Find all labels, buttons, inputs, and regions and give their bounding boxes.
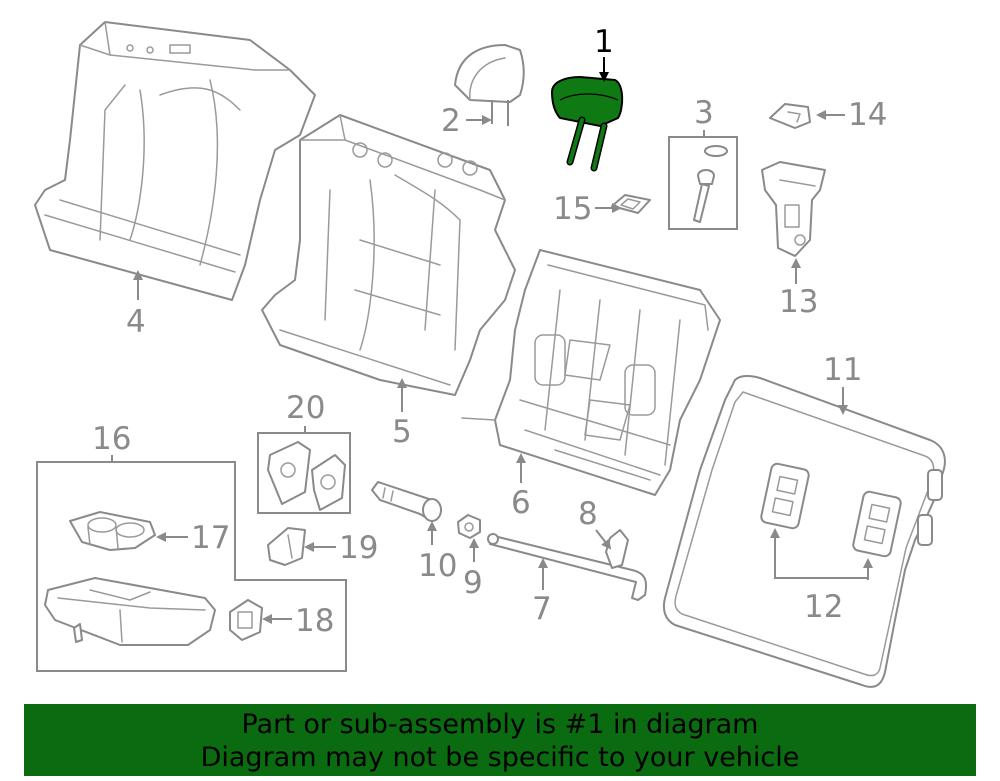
part-6-seat-back-panel: [461, 249, 721, 496]
part-20-bracket-kit: [257, 432, 351, 514]
callout-7: 7: [532, 591, 552, 627]
part-3-headrest-guide: [668, 136, 738, 230]
part-7-rod: [487, 533, 648, 601]
callout-8: 8: [578, 496, 598, 532]
callout-14: 14: [848, 97, 887, 133]
part-15-clip: [611, 194, 651, 214]
callout-17: 17: [191, 520, 230, 556]
part-18-bezel: [229, 599, 263, 641]
callout-15: 15: [553, 191, 592, 227]
callout-19: 19: [339, 530, 378, 566]
callout-labels: 1 2 3 4 5 6 7 8 9 10 11 12 13 14 15 16 1…: [92, 24, 887, 639]
callout-4: 4: [126, 304, 146, 340]
part-16-armrest-assembly: [36, 461, 347, 672]
callout-12: 12: [804, 589, 843, 625]
part-5-seat-back-frame: [261, 114, 516, 396]
callout-18: 18: [295, 603, 334, 639]
part-13-latch: [761, 161, 826, 257]
callout-16: 16: [92, 421, 131, 457]
callout-1: 1: [594, 24, 614, 60]
part-1-headrest-highlighted: [550, 75, 624, 172]
callout-6: 6: [511, 485, 531, 521]
callout-10: 10: [418, 548, 457, 584]
part-14-cap: [769, 103, 811, 129]
callout-5: 5: [392, 414, 412, 450]
part-11-wire-frame: [662, 374, 946, 688]
part-9-nut: [457, 514, 481, 539]
part-4-seat-back-cover: [34, 21, 316, 301]
notice-banner: Part or sub-assembly is #1 in diagram Di…: [24, 704, 976, 776]
part-17-cup-holder: [69, 511, 156, 551]
leader-lines: [111, 57, 873, 624]
banner-line-2: Diagram may not be specific to your vehi…: [200, 742, 800, 773]
callout-20: 20: [286, 390, 325, 426]
part-8-clip: [605, 529, 629, 569]
callout-9: 9: [463, 565, 483, 601]
part-2-headrest: [454, 44, 525, 126]
callout-13: 13: [779, 284, 818, 320]
part-19-trim: [267, 527, 306, 566]
part-12-latch-pair: [760, 462, 902, 558]
callout-3: 3: [694, 95, 714, 131]
callout-2: 2: [441, 103, 461, 139]
part-10-bolt: [371, 481, 442, 522]
banner-line-1: Part or sub-assembly is #1 in diagram: [241, 709, 759, 740]
callout-11: 11: [823, 352, 862, 388]
